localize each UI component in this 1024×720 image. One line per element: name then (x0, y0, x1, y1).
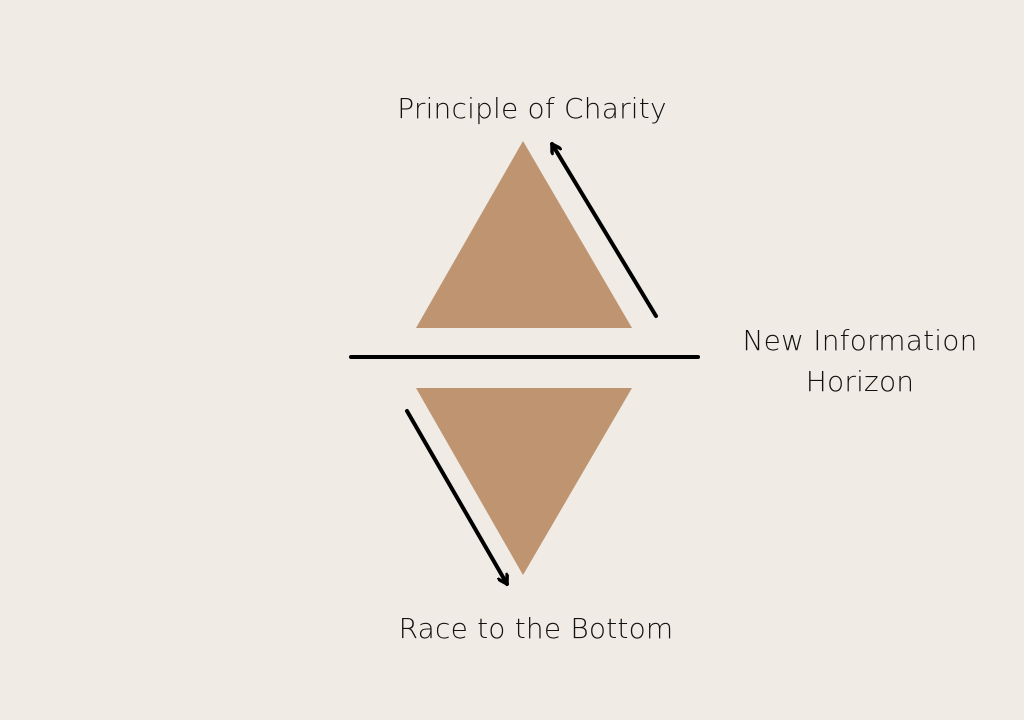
horizon-label: New Information Horizon (742, 320, 977, 402)
up-arrow (550, 142, 658, 318)
horizon-label-line-1: New Information (742, 324, 978, 357)
top-triangle (416, 141, 632, 328)
down-arrow (405, 409, 509, 586)
bottom-label: Race to the Bottom (398, 612, 674, 645)
bottom-triangle (416, 388, 632, 575)
horizon-label-line-2: Horizon (805, 365, 915, 398)
top-label: Principle of Charity (397, 92, 667, 125)
